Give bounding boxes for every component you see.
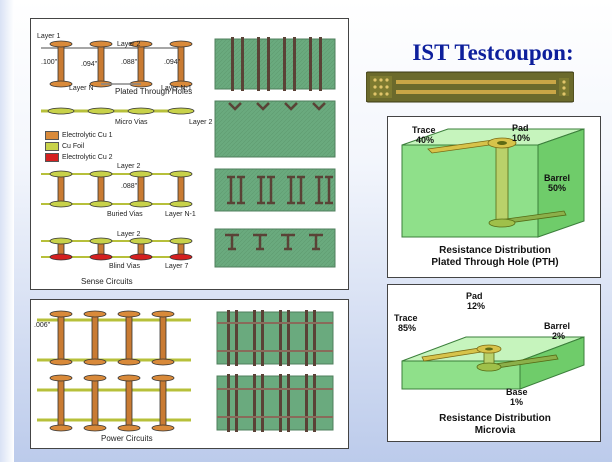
dimension-label: .100": [41, 59, 58, 66]
dimension-label: .094": [81, 61, 98, 68]
pth-3d-diagram: [401, 128, 585, 238]
layer-label: Layer 2: [117, 231, 141, 238]
pth-cross-section: [214, 37, 336, 91]
legend-swatch: [45, 131, 59, 140]
microvia-pad: [476, 344, 502, 354]
pth-pad: [487, 137, 517, 149]
layer-label: Layer 1: [37, 33, 61, 40]
layer-label: Layer N-1: [161, 85, 192, 92]
page-title: IST Testcoupon:: [412, 40, 574, 65]
legend-label: Cu Foil: [62, 143, 85, 150]
pad-label: Pad: [512, 123, 529, 133]
power-cross-section: [216, 374, 334, 432]
buried-via-row: [41, 170, 193, 208]
legend-swatch: [45, 153, 59, 162]
sense-circuits-drawing: [41, 37, 336, 268]
blind-caption: Blind Vias: [109, 263, 141, 270]
layer-label: Layer 2: [117, 41, 141, 48]
legend-label: Electrolytic Cu 1: [62, 132, 113, 139]
microvia-caption-line-2: Microvia: [474, 425, 516, 436]
legend-item: Cu Foil: [45, 142, 84, 151]
sense-caption: Sense Circuits: [81, 277, 133, 286]
trace-label: Trace: [412, 125, 436, 135]
blind-via-row: [41, 237, 193, 261]
buried-caption: Buried Vias: [107, 211, 143, 218]
barrel-label: Barrel: [544, 173, 571, 183]
pth-resistance-panel: Trace 40% Pad 10% Barrel 50% Resistance …: [387, 116, 601, 278]
barrel-percent: 2%: [552, 331, 566, 341]
pad-label: Pad: [466, 291, 483, 301]
dimension-label: .088": [121, 183, 138, 190]
power-via-row: [37, 310, 191, 366]
power-caption: Power Circuits: [101, 434, 153, 443]
microvia-base: [476, 354, 559, 372]
pth-caption-line-1: Resistance Distribution: [439, 245, 551, 256]
layer-label: Layer 2: [189, 119, 213, 126]
legend-label: Electrolytic Cu 2: [62, 154, 113, 161]
dimension-label: .094": [164, 59, 181, 66]
pad-percent: 12%: [467, 301, 486, 311]
ist-coupon-image: [366, 71, 574, 103]
sense-circuits-panel: Layer 1 Layer 2 Layer N Layer N-1 .100" …: [30, 18, 349, 290]
left-accent-bar: [0, 0, 14, 462]
dimension-label: .006": [34, 322, 51, 329]
power-circuits-panel: .006" Power Circuits: [30, 299, 349, 449]
legend-item: Electrolytic Cu 1: [45, 131, 113, 140]
barrel-percent: 50%: [548, 183, 567, 193]
pth-caption: Plated Through Holes: [115, 87, 193, 96]
trace-percent: 40%: [416, 135, 435, 145]
base-percent: 1%: [510, 397, 524, 407]
pth-via: [169, 40, 193, 88]
trace-percent: 85%: [398, 323, 417, 333]
microvia-cross-section: [214, 100, 336, 158]
pth-caption-line-2: Plated Through Hole (PTH): [431, 257, 559, 268]
buried-via-cross-section: [214, 168, 336, 212]
microvia-row: [41, 107, 195, 115]
power-via-row: [37, 374, 191, 432]
pth-barrel: [495, 144, 509, 224]
pth-via: [49, 40, 73, 88]
power-circuits-drawing: [37, 310, 334, 432]
pth-via-row: [41, 40, 193, 88]
power-cross-section: [216, 310, 334, 366]
microvia-caption: Micro Vias: [115, 119, 148, 126]
microvia-resistance-panel: Pad 12% Trace 85% Barrel 2% Base 1% Resi…: [387, 284, 601, 442]
layer-label: Layer 7: [165, 263, 189, 270]
layer-label: Layer N-1: [165, 211, 196, 218]
layer-label: Layer N: [69, 85, 94, 92]
pth-bottom-trace: [488, 210, 567, 228]
pad-percent: 10%: [512, 133, 531, 143]
blind-via-cross-section: [214, 228, 336, 268]
dimension-label: .088": [121, 59, 138, 66]
legend-item: Electrolytic Cu 2: [45, 153, 113, 162]
base-label: Base: [506, 387, 528, 397]
barrel-label: Barrel: [544, 321, 571, 331]
microvia-caption-line-1: Resistance Distribution: [439, 413, 551, 424]
layer-label: Layer 2: [117, 163, 141, 170]
trace-label: Trace: [394, 313, 418, 323]
microvia-3d-diagram: [401, 336, 585, 390]
legend-swatch: [45, 142, 59, 151]
